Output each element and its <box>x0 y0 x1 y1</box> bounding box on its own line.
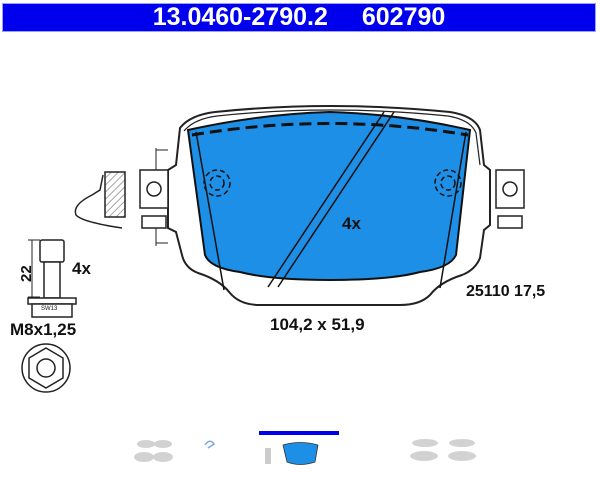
wva-thickness-label: 25110 17,5 <box>466 283 546 300</box>
bolt-wrench-size: SW13 <box>41 306 58 312</box>
thumbnail-kit-grey-left <box>134 440 173 462</box>
pad-dimensions-label: 104,2 x 51,9 <box>270 315 365 334</box>
thumbnail-wear-sensor <box>204 440 216 449</box>
thumbnail-main-drawing <box>259 431 339 465</box>
bolt-thread-label: M8x1,25 <box>10 320 77 339</box>
bolt-quantity-label: 4x <box>72 259 91 278</box>
guide-bolt <box>27 239 77 318</box>
reference-number: 602790 <box>361 3 446 31</box>
part-number: 13.0460-2790.2 <box>152 3 328 31</box>
part-number-header: 13.0460-2790.2 602790 <box>2 3 596 32</box>
backing-plate <box>167 105 491 306</box>
pad-quantity-label: 4x <box>342 214 361 233</box>
thumbnail-kit-grey-right <box>410 439 476 461</box>
